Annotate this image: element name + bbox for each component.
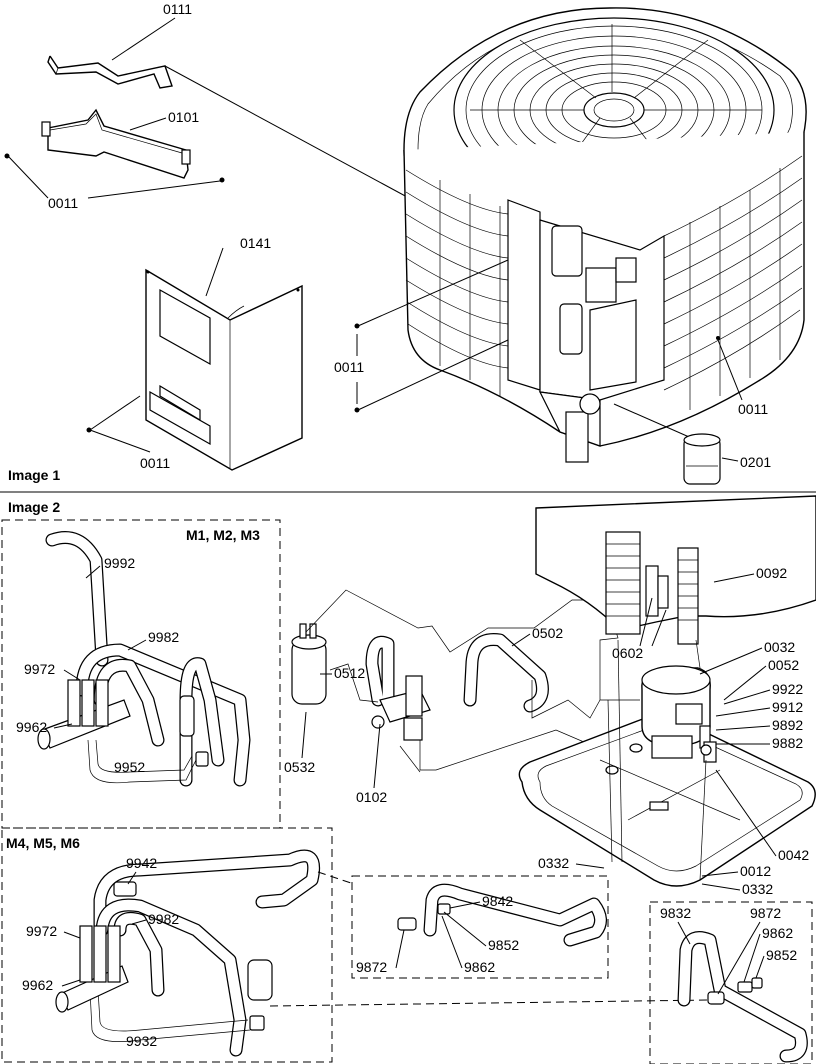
variant-box-m1-m3 [1, 519, 281, 829]
compressor-part [641, 665, 717, 763]
callout-9832: 9832 [660, 905, 691, 921]
tube-0502-part [463, 632, 549, 713]
control-box-cover-part [41, 108, 191, 179]
callout-9922: 9922 [772, 681, 803, 697]
variant-box-detail-a [351, 875, 609, 979]
callout-9972: 9972 [26, 923, 57, 939]
tube-9842-part [397, 883, 607, 947]
callout-9912: 9912 [772, 699, 803, 715]
section-label-image1: Image 1 [8, 467, 60, 483]
leader-line [7, 155, 49, 199]
tubing-assembly-m4-m6 [55, 849, 321, 1057]
callout-9852: 9852 [766, 947, 797, 963]
callout-0332: 0332 [538, 855, 569, 871]
callout-0101: 0101 [168, 109, 199, 125]
condenser-unit-part [403, 7, 807, 463]
callout-9982: 9982 [148, 629, 179, 645]
callout-9992: 9992 [104, 555, 135, 571]
leader-line [87, 180, 221, 199]
variant-box-m4-m6 [1, 827, 333, 1063]
access-panel-part [145, 268, 303, 471]
service-valve-assembly-part [365, 635, 431, 741]
callout-0011: 0011 [140, 455, 170, 471]
callout-9842: 9842 [482, 893, 513, 909]
callout-0092: 0092 [756, 565, 787, 581]
callout-0141: 0141 [240, 235, 271, 251]
top-bracket-part [47, 55, 173, 89]
tubing-assembly-m1-m3 [37, 531, 251, 787]
callout-0011: 0011 [334, 359, 364, 375]
callout-0011: 0011 [738, 401, 768, 417]
callout-0532: 0532 [284, 759, 315, 775]
callout-0602: 0602 [612, 645, 643, 661]
callout-0201: 0201 [740, 454, 771, 470]
accumulator-part [683, 433, 721, 485]
callout-0512: 0512 [334, 665, 365, 681]
callout-0011: 0011 [48, 195, 78, 211]
callout-9862: 9862 [762, 925, 793, 941]
base-pan-part [518, 715, 816, 887]
callout-0332: 0332 [742, 881, 773, 897]
callout-9942: 9942 [126, 855, 157, 871]
tube-9832-part [677, 931, 808, 1063]
callout-0042: 0042 [778, 847, 809, 863]
callout-0052: 0052 [768, 657, 799, 673]
callout-0502: 0502 [532, 625, 563, 641]
callout-0102: 0102 [356, 789, 387, 805]
callout-9962: 9962 [16, 719, 47, 735]
callout-9852: 9852 [488, 937, 519, 953]
section-label-image2: Image 2 [8, 499, 60, 515]
variant-label-m1-m3: M1, M2, M3 [186, 527, 260, 543]
callout-0111: 0111 [163, 1, 192, 17]
callout-9972: 9972 [24, 661, 55, 677]
callout-9892: 9892 [772, 717, 803, 733]
filter-drier-part [291, 623, 327, 705]
callout-9962: 9962 [22, 977, 53, 993]
callout-9872: 9872 [356, 959, 387, 975]
callout-9872: 9872 [750, 905, 781, 921]
callout-0032: 0032 [764, 639, 795, 655]
callout-9862: 9862 [464, 959, 495, 975]
callout-9932: 9932 [126, 1033, 157, 1049]
callout-9882: 9882 [772, 735, 803, 751]
callout-9982: 9982 [148, 911, 179, 927]
variant-label-m4-m6: M4, M5, M6 [6, 835, 80, 851]
variant-box-detail-b [649, 901, 813, 1064]
callout-9952: 9952 [114, 759, 145, 775]
coil-assembly-part [535, 495, 816, 645]
callout-0012: 0012 [740, 863, 771, 879]
